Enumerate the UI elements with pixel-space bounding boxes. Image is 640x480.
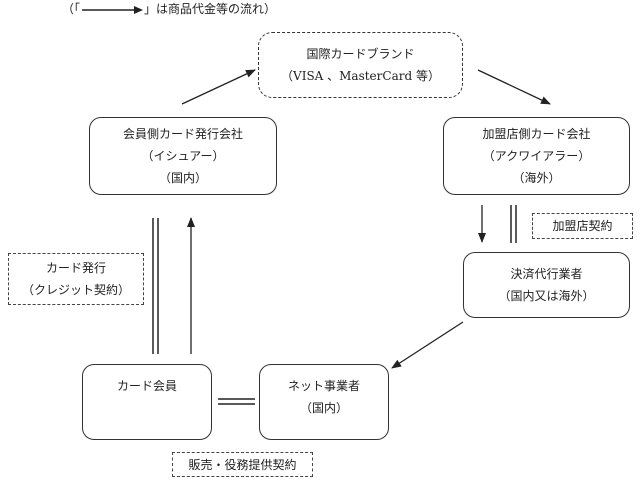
- arrow-issuer-to-brand: [181, 69, 256, 105]
- note-card-issue: カード発行 （クレジット契約）: [8, 253, 144, 305]
- node-issuer-region: （国内）: [158, 171, 207, 185]
- note-card-issue-title: カード発行: [45, 261, 106, 275]
- node-issuer: 会員側カード発行会社 （イシュアー） （国内）: [89, 117, 277, 195]
- node-payment-agent: 決済代行業者 （国内又は海外）: [463, 252, 630, 318]
- node-acquirer-role: （アクワイアラー）: [482, 149, 591, 163]
- arrow-brand-to-acquirer: [477, 69, 551, 105]
- node-card-brand: 国際カードブランド （VISA 、MasterCard 等）: [258, 32, 463, 98]
- legend-suffix: 」は商品代金等の流れ）: [144, 2, 277, 16]
- node-net-merchant: ネット事業者 （国内）: [259, 364, 389, 440]
- note-merchant-contract: 加盟店契約: [532, 213, 633, 239]
- node-acquirer-title: 加盟店側カード会社: [482, 127, 591, 141]
- node-acquirer-region: （海外）: [512, 171, 561, 185]
- node-issuer-title: 会員側カード発行会社: [122, 127, 243, 141]
- node-acquirer: 加盟店側カード会社 （アクワイアラー） （海外）: [443, 117, 630, 195]
- node-net-merchant-region: （国内）: [299, 401, 348, 415]
- node-payment-agent-region: （国内又は海外）: [498, 289, 595, 303]
- node-net-merchant-title: ネット事業者: [287, 379, 360, 393]
- note-sales-contract: 販売・役務提供契約: [172, 452, 313, 477]
- node-card-brand-title: 国際カードブランド: [306, 47, 415, 61]
- legend-arrow-icon: [82, 5, 144, 14]
- note-merchant-contract-title: 加盟店契約: [552, 219, 613, 233]
- node-payment-agent-title: 決済代行業者: [510, 267, 583, 281]
- legend: （「 」は商品代金等の流れ）: [62, 0, 276, 18]
- node-card-member: カード会員: [82, 364, 212, 440]
- legend-prefix: （「: [62, 2, 81, 16]
- note-card-issue-detail: （クレジット契約）: [21, 283, 130, 297]
- note-sales-contract-title: 販売・役務提供契約: [188, 457, 297, 472]
- arrow-psp-to-merchant: [391, 321, 464, 369]
- node-card-member-title: カード会員: [116, 379, 177, 393]
- node-issuer-role: （イシュアー）: [141, 149, 225, 163]
- node-card-brand-subtitle: （VISA 、MasterCard 等）: [281, 69, 440, 83]
